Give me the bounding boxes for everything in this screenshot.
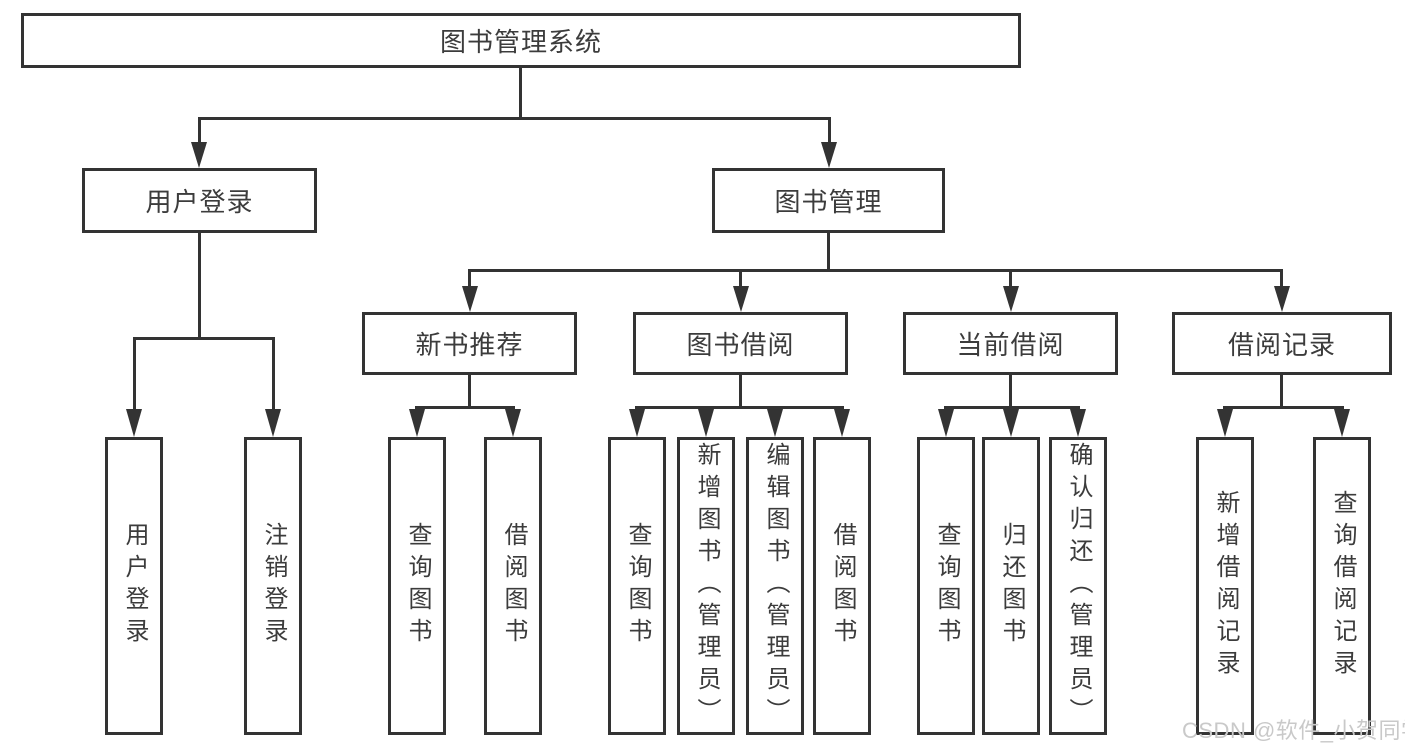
leaf-label: 确认归还（管理员） [1065,442,1092,730]
leaf-node-query-borrow-record: 查询借阅记录 [1313,437,1371,735]
arrow-down-icon [265,409,281,437]
node-new-book-recommendation: 新书推荐 [362,312,577,375]
leaf-node-logout: 注销登录 [244,437,302,735]
edge-line [198,233,201,340]
arrow-down-icon [505,409,521,437]
leaf-node-user-login: 用户登录 [105,437,163,735]
node-current-borrowing: 当前借阅 [903,312,1118,375]
edge-line [133,337,136,409]
leaf-node-add-borrow-record: 新增借阅记录 [1196,437,1254,735]
arrow-down-icon [767,409,783,437]
edge-line [828,117,831,142]
leaf-label: 查询图书 [404,522,431,650]
leaf-label: 新增图书（管理员） [693,442,720,730]
leaf-node-borrow-books-1: 借阅图书 [484,437,542,735]
leaf-label: 查询图书 [933,522,960,650]
leaf-node-return-books: 归还图书 [982,437,1040,735]
node-book-borrowing: 图书借阅 [633,312,848,375]
arrow-down-icon [1003,409,1019,437]
leaf-node-confirm-return-admin: 确认归还（管理员） [1049,437,1107,735]
arrow-down-icon [1003,286,1019,312]
node-library-management-system: 图书管理系统 [21,13,1021,68]
arrow-down-icon [629,409,645,437]
leaf-label: 查询借阅记录 [1329,490,1356,682]
leaf-label: 用户登录 [121,522,148,650]
leaf-label: 借阅图书 [829,522,856,650]
arrow-down-icon [1274,286,1290,312]
edge-line [133,337,274,340]
edge-line [827,233,830,272]
node-borrowing-records: 借阅记录 [1172,312,1392,375]
leaf-label: 借阅图书 [500,522,527,650]
leaf-label: 编辑图书（管理员） [762,442,789,730]
leaf-label: 归还图书 [998,522,1025,650]
edge-line [1009,375,1012,409]
arrow-down-icon [938,409,954,437]
node-book-management: 图书管理 [712,168,945,233]
leaf-label: 注销登录 [260,522,287,650]
edge-line [415,406,515,409]
leaf-label: 查询图书 [624,522,651,650]
edge-line [1009,269,1012,286]
leaf-node-borrow-books-2: 借阅图书 [813,437,871,735]
csdn-watermark: CSDN @软件_小贺同学 [1182,718,1405,743]
arrow-down-icon [191,142,207,168]
arrow-down-icon [821,142,837,168]
edge-line [198,117,201,142]
edge-line [1223,406,1344,409]
arrow-down-icon [733,286,749,312]
arrow-down-icon [409,409,425,437]
edge-line [468,375,471,409]
edge-line [468,269,1283,272]
arrow-down-icon [698,409,714,437]
edge-line [519,68,522,120]
leaf-node-query-books-1: 查询图书 [388,437,446,735]
arrow-down-icon [1334,409,1350,437]
leaf-label: 新增借阅记录 [1212,490,1239,682]
edge-line [944,406,1080,409]
edge-line [1280,269,1283,286]
arrow-down-icon [834,409,850,437]
edge-line [468,269,471,286]
arrow-down-icon [126,409,142,437]
arrow-down-icon [1070,409,1086,437]
leaf-node-edit-books-admin: 编辑图书（管理员） [746,437,804,735]
leaf-node-query-books-3: 查询图书 [917,437,975,735]
edge-line [635,406,844,409]
edge-line [1280,375,1283,409]
edge-line [272,337,275,409]
node-user-login-branch: 用户登录 [82,168,317,233]
edge-line [198,117,831,120]
edge-line [739,375,742,409]
leaf-node-query-books-2: 查询图书 [608,437,666,735]
leaf-node-add-books-admin: 新增图书（管理员） [677,437,735,735]
arrow-down-icon [462,286,478,312]
arrow-down-icon [1217,409,1233,437]
edge-line [739,269,742,286]
